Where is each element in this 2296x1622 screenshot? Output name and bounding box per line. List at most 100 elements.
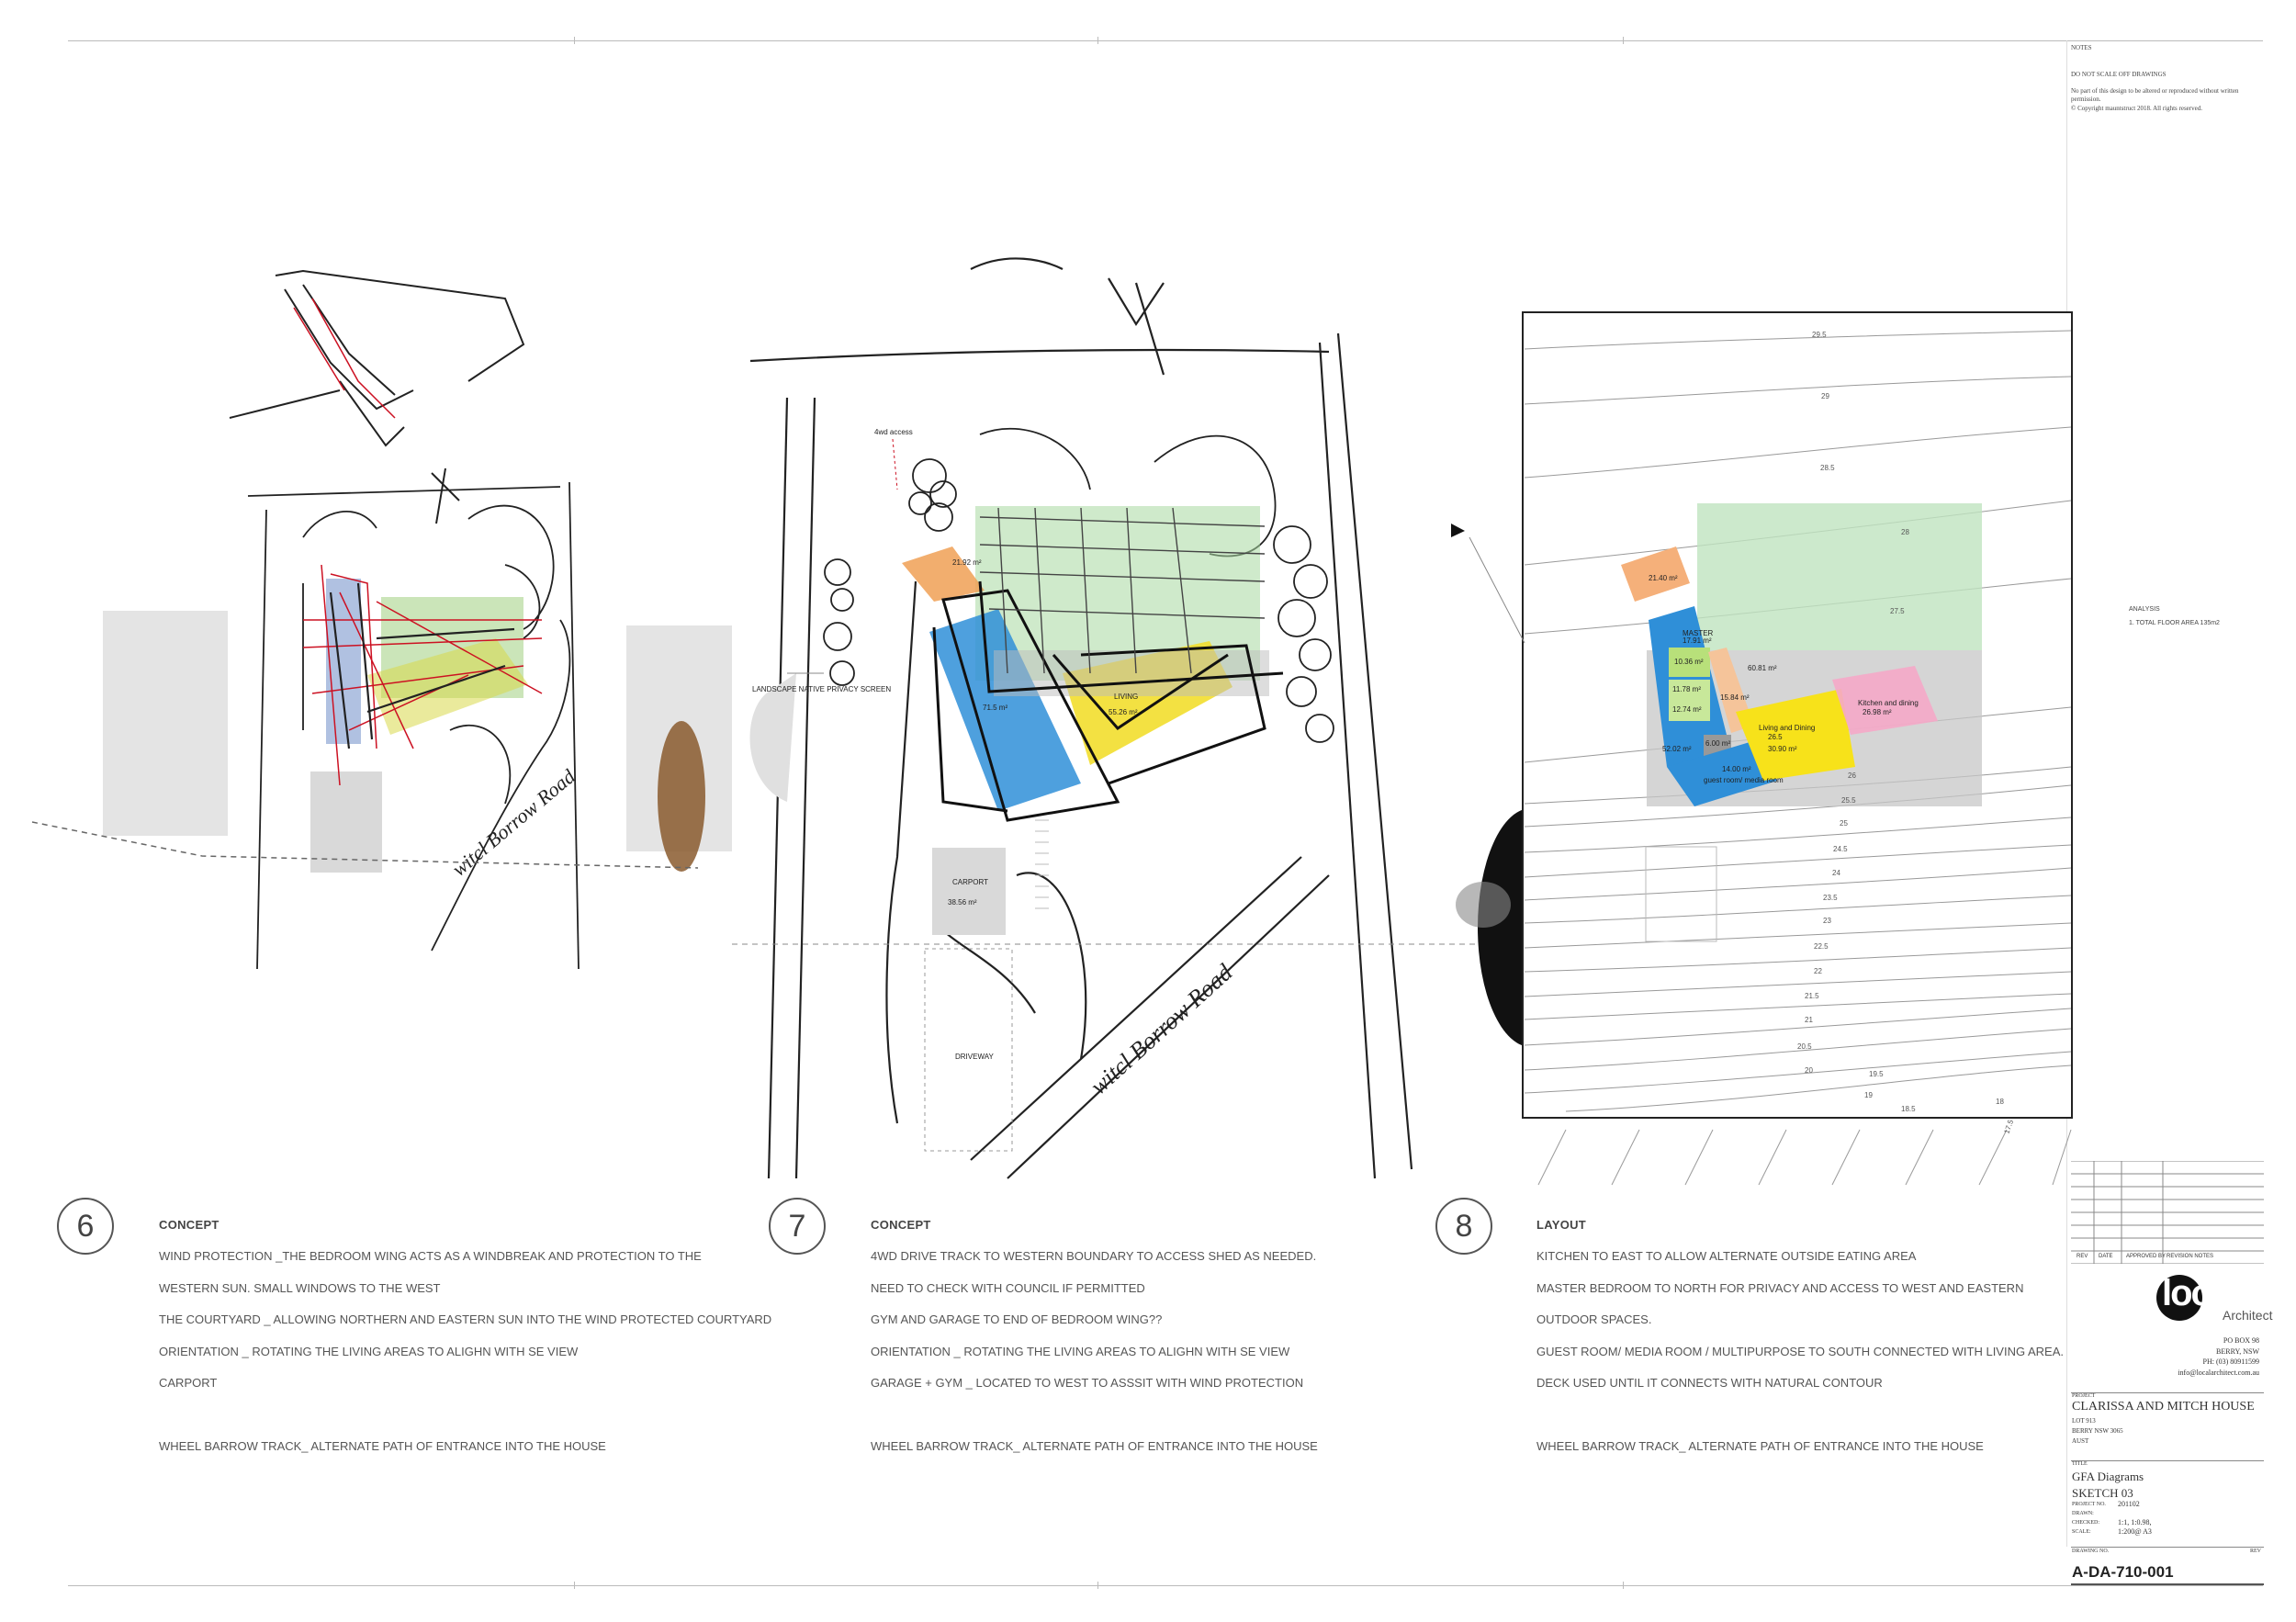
contour-label: 25.5 [1841, 796, 1856, 805]
title-label: TITLE [2072, 1461, 2088, 1467]
section-line: WESTERN SUN. SMALL WINDOWS TO THE WEST [159, 1280, 441, 1295]
project-no-value: 201102 [2118, 1500, 2140, 1508]
contour-label: 22 [1814, 967, 1822, 975]
date-col-header: DATE [2099, 1254, 2113, 1259]
project-suburb: BERRY NSW 3065 [2072, 1427, 2123, 1435]
approved-col-header: APPROVED BY [2126, 1254, 2167, 1259]
drawing-number: A-DA-710-001 [2072, 1563, 2174, 1581]
logo-main-text: local [2162, 1273, 2238, 1313]
contour-label: 28 [1901, 528, 1909, 536]
area-f: 60.81 m² [1748, 664, 1777, 672]
contour-label: 20 [1805, 1066, 1813, 1075]
notes-block: NOTES DO NOT SCALE OFF DRAWINGS No part … [2071, 44, 2255, 113]
section-line: MASTER BEDROOM TO NORTH FOR PRIVACY AND … [1536, 1280, 2024, 1295]
area-living-label: 55.26 m² [1109, 708, 1138, 716]
contour-label: 22.5 [1814, 942, 1829, 951]
section-line: WHEEL BARROW TRACK_ ALTERNATE PATH OF EN… [159, 1439, 606, 1453]
zone-orange-7 [902, 546, 985, 602]
living-dining-label: Living and Dining [1759, 724, 1815, 732]
grey-block-left [103, 611, 228, 836]
section-lines-8: KITCHEN TO EAST TO ALLOW ALTERNATE OUTSI… [1536, 1247, 2064, 1470]
master-area: 17.91 m² [1683, 636, 1712, 645]
checked-value: 1:1, 1:0.98, [2118, 1518, 2152, 1526]
analysis-item: 1. TOTAL FLOOR AREA 135m2 [2129, 620, 2220, 626]
project-block: PROJECT CLARISSA AND MITCH HOUSE LOT 913… [2072, 1393, 2265, 1445]
rev-col-header: REV [2077, 1254, 2088, 1259]
section-line: WHEEL BARROW TRACK_ ALTERNATE PATH OF EN… [1536, 1439, 1984, 1453]
section-lines-7: 4WD DRIVE TRACK TO WESTERN BOUNDARY TO A… [871, 1247, 1318, 1470]
notes-line-2: No part of this design to be altered or … [2071, 86, 2239, 104]
rev-label: REV [2250, 1549, 2261, 1554]
section-line: ORIENTATION _ ROTATING THE LIVING AREAS … [159, 1344, 579, 1358]
guest-label: guest room/ media room [1704, 776, 1784, 784]
drawing-title: GFA Diagrams [2072, 1470, 2144, 1483]
notes-line-3: © Copyright mauntstruct 2018. All rights… [2071, 104, 2202, 112]
kitchen-area: 26.98 m² [1863, 708, 1892, 716]
zone-blue-7 [929, 609, 1081, 811]
zone-yellow [367, 638, 528, 735]
zone-blue-guest [1667, 739, 1777, 806]
zone-orange-8 [1621, 546, 1690, 602]
project-name: CLARISSA AND MITCH HOUSE [2072, 1400, 2255, 1414]
contour-label: 28.5 [1820, 464, 1835, 472]
section-line [159, 1406, 771, 1438]
contour-label: 27.5 [1890, 607, 1905, 615]
layout-panel-8: 21.40 m² MASTER 17.91 m² 10.36 m² 11.78 … [1451, 311, 2073, 1186]
firm-contact: PO BOX 98 BERRY, NSW PH: (03) 80911599 i… [2112, 1335, 2259, 1378]
section-heading-6: CONCEPT [159, 1218, 219, 1232]
contour-label: 24 [1832, 869, 1840, 877]
shed-rect [1645, 846, 1717, 942]
section-line: THE COURTYARD _ ALLOWING NORTHERN AND EA… [159, 1312, 772, 1326]
firm-logo: local Architect [2156, 1273, 2272, 1330]
sketch-panel-7: 4wd access 21.92 m² 71.5 m² LIVING 55.26… [732, 214, 1522, 1197]
contour-label: 19 [1864, 1091, 1873, 1099]
contour-label: 29.5 [1812, 331, 1827, 339]
section-line: DECK USED UNTIL IT CONNECTS WITH NATURAL… [1536, 1376, 1883, 1390]
area-d: 15.84 m² [1720, 693, 1750, 702]
firm-phone: PH: (03) 80911599 [2202, 1357, 2259, 1367]
project-lot: LOT 913 [2072, 1417, 2096, 1425]
contour-label: 23.5 [1823, 894, 1838, 902]
section-line: WHEEL BARROW TRACK_ ALTERNATE PATH OF EN… [871, 1439, 1318, 1453]
title-block: TITLE GFA Diagrams SKETCH 03 [2072, 1461, 2265, 1499]
section-line: GUEST ROOM/ MEDIA ROOM / MULTIPURPOSE TO… [1536, 1344, 2064, 1358]
analysis-title: ANALYSIS [2129, 606, 2160, 613]
contour-label: 21 [1805, 1016, 1813, 1024]
area-a: 10.36 m² [1674, 658, 1704, 666]
area-h: 52.02 m² [1662, 745, 1692, 753]
firm-email: info@localarchitect.com.au [2178, 1368, 2259, 1377]
area-top-label: 21.92 m² [952, 558, 982, 567]
privacy-label: LANDSCAPE NATIVE PRIVACY SCREEN [752, 685, 891, 693]
section-line: WIND PROTECTION _THE BEDROOM WING ACTS A… [159, 1249, 702, 1263]
drawn-label: DRAWN: [2072, 1511, 2094, 1516]
project-country: AUST [2072, 1437, 2089, 1445]
section-lines-6: WIND PROTECTION _THE BEDROOM WING ACTS A… [159, 1247, 771, 1470]
section-line: GYM AND GARAGE TO END OF BEDROOM WING?? [871, 1312, 1163, 1326]
sketch-panel-6: witcl Borrow Road [31, 269, 750, 970]
carport-label: CARPORT [952, 878, 988, 886]
notes-col-header: REVISION NOTES [2167, 1254, 2214, 1259]
firm-address-2: BERRY, NSW [2216, 1346, 2259, 1356]
section-line: KITCHEN TO EAST TO ALLOW ALTERNATE OUTSI… [1536, 1249, 1917, 1263]
section-line: 4WD DRIVE TRACK TO WESTERN BOUNDARY TO A… [871, 1249, 1317, 1263]
contour-label: 19.5 [1869, 1070, 1884, 1078]
contour-label: 25 [1840, 819, 1848, 828]
driveway-label: DRIVEWAY [955, 1053, 994, 1061]
section-line: OUTDOOR SPACES. [1536, 1312, 1652, 1326]
top-border-line [68, 40, 2263, 41]
section-heading-8: LAYOUT [1536, 1218, 1587, 1232]
section-line: ORIENTATION _ ROTATING THE LIVING AREAS … [871, 1344, 1290, 1358]
kitchen-label: Kitchen and dining [1858, 699, 1919, 707]
zone-yellow-8 [1736, 689, 1855, 781]
contour-label: 20.5 [1797, 1042, 1812, 1051]
notes-title: NOTES [2071, 44, 2092, 51]
scale-label: SCALE: [2072, 1529, 2091, 1535]
carport-rect [932, 848, 1006, 935]
contour-label: 23 [1823, 917, 1831, 925]
access-label: 4wd access [874, 428, 913, 436]
project-no-label: PROJECT NO. [2072, 1502, 2106, 1507]
bottom-border-line [68, 1585, 2263, 1586]
section-line [871, 1406, 1318, 1438]
zone-lightgreen-b [1669, 680, 1710, 721]
carport-area-label: 38.56 m² [948, 898, 977, 907]
